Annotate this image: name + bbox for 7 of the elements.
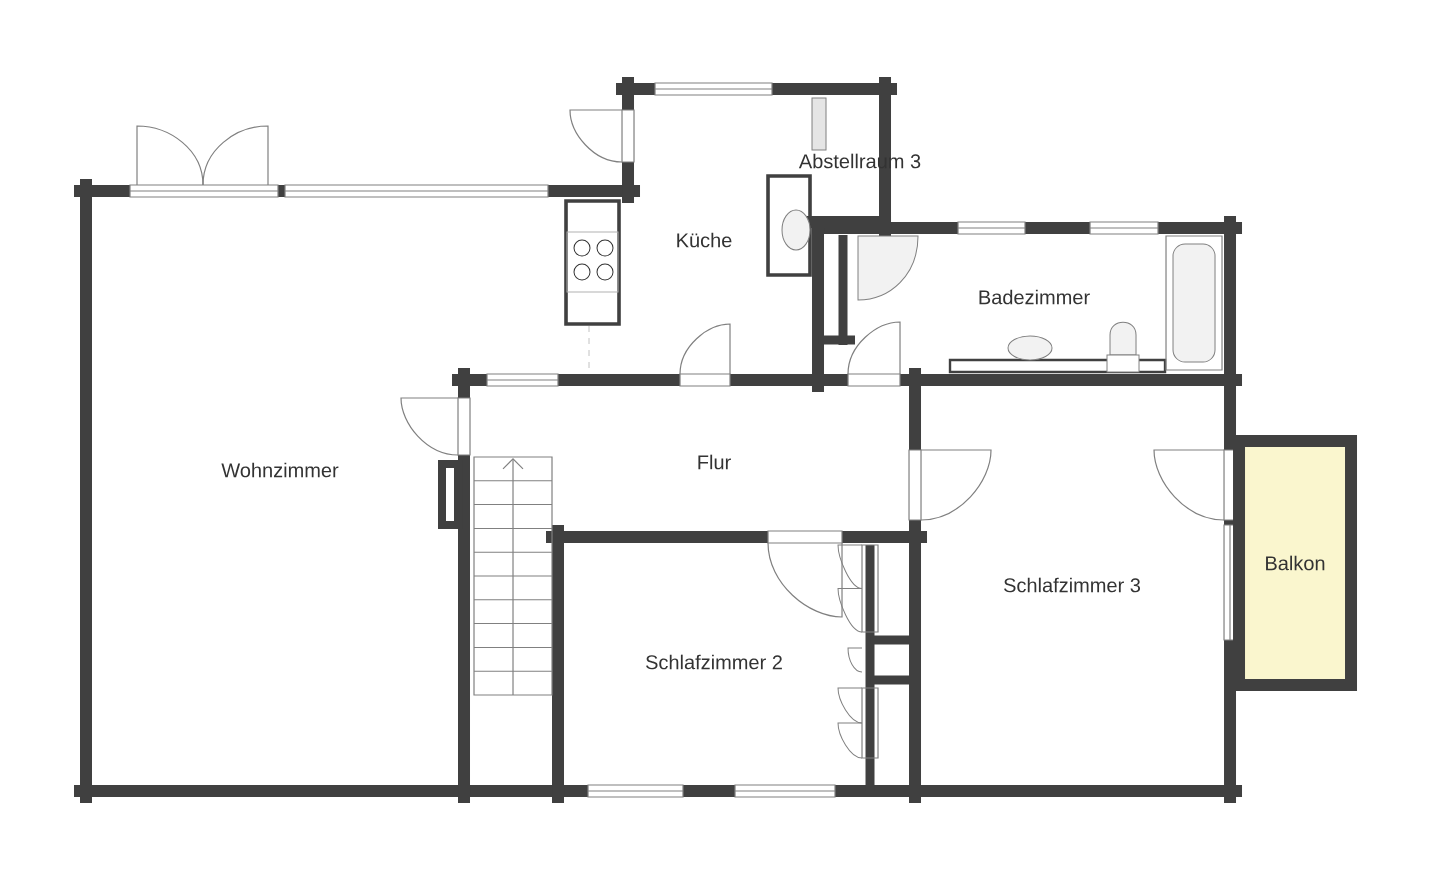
- room-label: Schlafzimmer 2: [646, 654, 782, 670]
- room-label: Schlafzimmer 3: [1004, 577, 1140, 593]
- room-label: Küche: [677, 232, 732, 248]
- balcony-area: Balkon: [1233, 435, 1357, 691]
- room-label: Wohnzimmer: [221, 462, 339, 478]
- room-label: Badezimmer: [979, 289, 1090, 305]
- room-label: Flur: [698, 454, 731, 470]
